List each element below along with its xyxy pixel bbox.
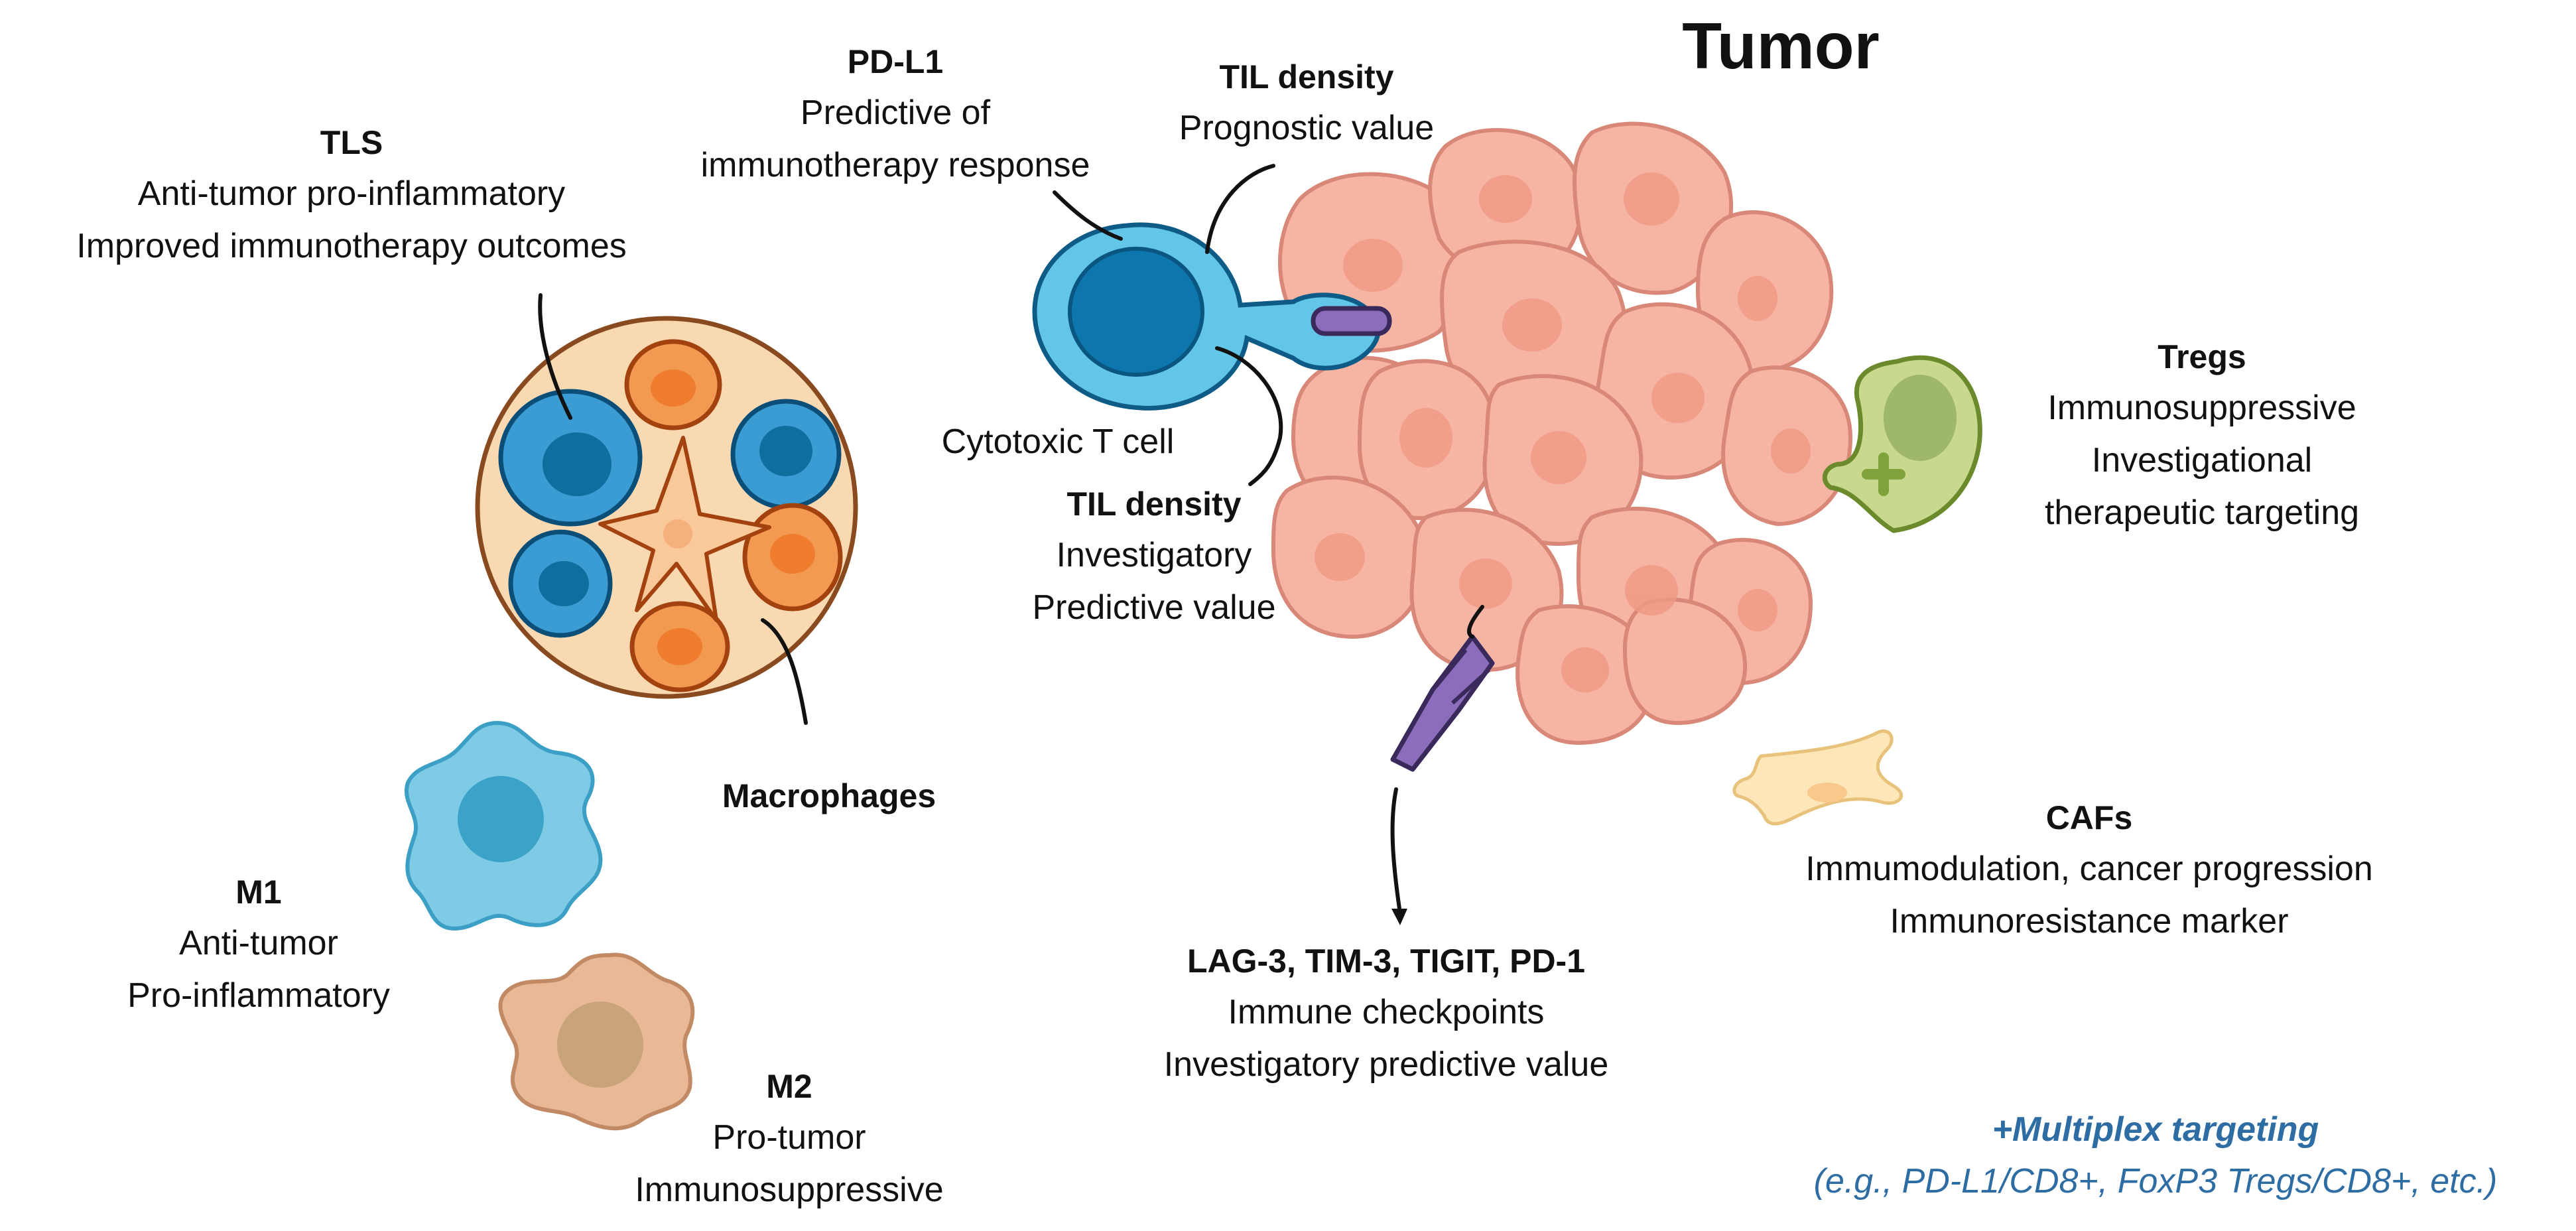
multiplex-note: +Multiplex targeting (e.g., PD-L1/CD8+, …	[1751, 1104, 2560, 1207]
macrophages-label: Macrophages	[722, 777, 936, 814]
pdl1-line-1: Predictive of	[800, 94, 991, 132]
m2-label: M2 Pro-tumor Immunosuppressive	[590, 1061, 988, 1216]
pdl1-connector	[1053, 190, 1123, 241]
m2-macrophage	[498, 952, 695, 1131]
cafs-line-2: Immunoresistance marker	[1890, 902, 2289, 940]
checkpoints-label: LAG-3, TIM-3, TIGIT, PD-1 Immune checkpo…	[1088, 936, 1685, 1091]
checkpoint-connector	[1467, 605, 1484, 639]
til-prognostic-line-1: Prognostic value	[1179, 109, 1435, 147]
tls-line-2: Improved immunotherapy outcomes	[76, 227, 627, 265]
pdl1-title: PD-L1	[847, 43, 944, 80]
m2-line-1: Pro-tumor	[712, 1118, 866, 1157]
cafs-label: CAFs Immumodulation, cancer progression …	[1751, 793, 2427, 948]
checkpoints-title: LAG-3, TIM-3, TIGIT, PD-1	[1187, 942, 1586, 980]
m1-title: M1	[235, 874, 282, 911]
cytotoxic-t-cell	[1032, 222, 1392, 411]
pdl1-label: PD-L1 Predictive of immunotherapy respon…	[683, 36, 1108, 192]
til-investigatory-title: TIL density	[1066, 486, 1242, 523]
m2-line-2: Immunosuppressive	[635, 1171, 944, 1209]
cytotoxic-t-cell-label: Cytotoxic T cell	[942, 422, 1175, 461]
til-investigatory-line-2: Predictive value	[1032, 588, 1276, 627]
treg-cell	[1822, 355, 1982, 533]
tregs-title: Tregs	[2157, 338, 2246, 375]
m2-title: M2	[766, 1068, 812, 1105]
til-prognostic-connector	[1205, 164, 1275, 254]
checkpoints-line-1: Immune checkpoints	[1228, 993, 1545, 1031]
pd1-receptor	[1311, 306, 1392, 336]
til-prognostic-title: TIL density	[1219, 58, 1394, 96]
tls-connector	[538, 293, 572, 420]
til-investigatory-label: TIL density Investigatory Predictive val…	[955, 479, 1353, 634]
m1-macrophage	[405, 720, 603, 931]
connector-lines	[538, 164, 1484, 911]
til-investigatory-connector	[1215, 346, 1283, 486]
tregs-label: Tregs Immunosuppressive Investigational …	[1990, 332, 2414, 539]
macrophages-connector	[761, 618, 808, 725]
arrowhead-icon	[1391, 909, 1407, 925]
tls-line-1: Anti-tumor pro-inflammatory	[137, 174, 566, 213]
pdl1-line-2: immunotherapy response	[700, 146, 1090, 184]
cafs-title: CAFs	[2045, 799, 2133, 836]
til-investigatory-line-1: Investigatory	[1056, 536, 1252, 574]
tls-title: TLS	[320, 124, 383, 161]
checkpoints-line-2: Investigatory predictive value	[1163, 1045, 1609, 1084]
tregs-line-1: Immunosuppressive	[2047, 389, 2356, 427]
tumor-title: Tumor	[1682, 9, 1880, 82]
multiplex-title: +Multiplex targeting	[1992, 1110, 2319, 1149]
tregs-line-3: therapeutic targeting	[2044, 493, 2360, 532]
m1-label: M1 Anti-tumor Pro-inflammatory	[66, 867, 451, 1022]
m1-line-2: Pro-inflammatory	[127, 976, 390, 1015]
tregs-line-2: Investigational	[2091, 441, 2313, 480]
checkpoint-arrow	[1390, 787, 1401, 911]
m1-line-1: Anti-tumor	[179, 924, 338, 962]
til-prognostic-label: TIL density Prognostic value	[1114, 52, 1499, 155]
tls-structure	[475, 316, 858, 699]
tumor-nuclei	[1315, 172, 1811, 692]
tls-label: TLS Anti-tumor pro-inflammatory Improved…	[0, 117, 703, 273]
multiplex-examples: (e.g., PD-L1/CD8+, FoxP3 Tregs/CD8+, etc…	[1813, 1162, 2498, 1200]
checkpoint-receptor	[1390, 634, 1495, 772]
cafs-line-1: Immumodulation, cancer progression	[1805, 850, 2373, 888]
caf-cell	[1732, 729, 1903, 826]
